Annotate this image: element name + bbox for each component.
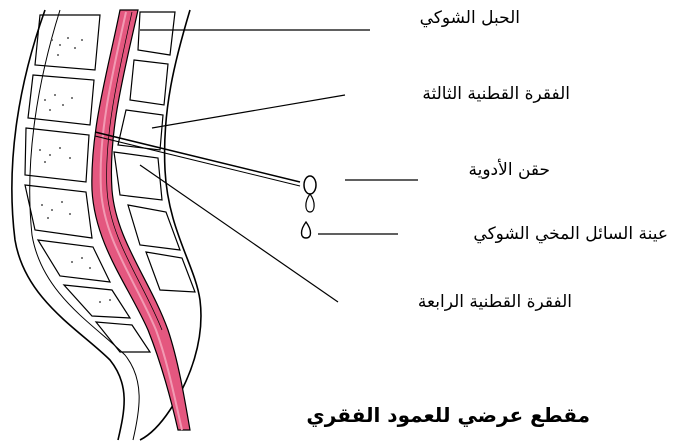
label-fourth-lumbar-vertebra: الفقرة القطنية الرابعة <box>340 294 572 311</box>
label-third-lumbar-vertebra: الفقرة القطنية الثالثة <box>355 86 570 103</box>
leader-lines <box>140 30 418 302</box>
injection-needle <box>95 132 316 212</box>
label-csf-sample: عينة السائل المخي الشوكي <box>400 226 668 243</box>
label-spinal-cord: الحبل الشوكي <box>380 10 520 27</box>
label-drug-injection: حقن الأدوية <box>420 162 550 179</box>
vertebral-bodies-back <box>25 15 150 352</box>
diagram-caption: مقطع عرضي للعمود الفقري <box>290 405 590 425</box>
csf-droplet-icon <box>302 222 311 238</box>
